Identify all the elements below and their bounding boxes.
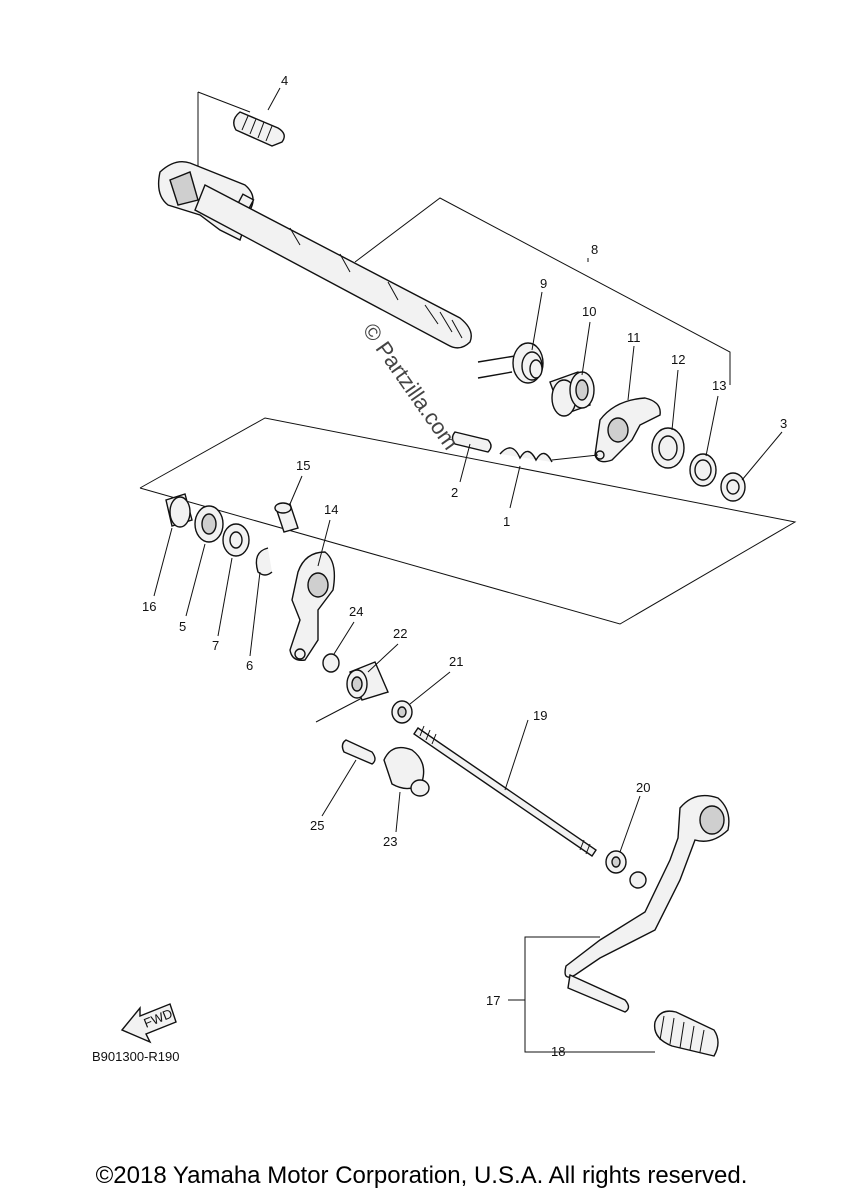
part-14-shift-arm (289, 551, 336, 661)
callout-21: 21 (449, 654, 463, 669)
part-7-washer (222, 523, 250, 557)
callout-15: 15 (296, 458, 310, 473)
callout-3: 3 (780, 416, 787, 431)
leader-lines (153, 87, 783, 1053)
callout-8: 8 (591, 242, 598, 257)
callout-6: 6 (246, 658, 253, 673)
callout-17: 17 (486, 993, 500, 1008)
callout-1: 1 (503, 514, 510, 529)
part-6-circlip (255, 547, 273, 576)
parts-diagram: FWD © Partzilla.com 1 2 3 4 5 (120, 73, 797, 1059)
assembly-frame-lower (139, 417, 797, 625)
callout-10: 10 (582, 304, 596, 319)
part-4-stud-bolt (233, 111, 285, 147)
shift-shaft (157, 160, 472, 349)
callout-2: 2 (451, 485, 458, 500)
callout-14: 14 (324, 502, 338, 517)
callout-7: 7 (212, 638, 219, 653)
copyright-notice: ©2018 Yamaha Motor Corporation, U.S.A. A… (95, 1162, 748, 1189)
callout-12: 12 (671, 352, 685, 367)
part-23-dust-cover (383, 746, 430, 797)
callout-24: 24 (349, 604, 363, 619)
callout-19: 19 (533, 708, 547, 723)
callout-4: 4 (281, 73, 288, 88)
part-2-pin (451, 431, 492, 453)
part-18-pedal-rubber (653, 1010, 719, 1057)
part-1-spring (499, 447, 599, 463)
part-9-torsion-spring (477, 342, 544, 384)
part-17-shift-pedal (564, 794, 730, 1013)
part-25-bolt (341, 739, 376, 765)
callout-13: 13 (712, 378, 726, 393)
part-11-lever (594, 397, 661, 463)
part-12-washer (651, 427, 685, 469)
callout-23: 23 (383, 834, 397, 849)
part-21-nut (391, 700, 413, 724)
callout-22: 22 (393, 626, 407, 641)
part-10-collar (549, 371, 595, 417)
part-5-oil-seal (194, 505, 224, 543)
part-19-shift-rod (413, 725, 597, 857)
reference-code: B901300-R190 (92, 1049, 180, 1064)
assembly-frame-upper (197, 91, 731, 385)
callout-labels: 1 2 3 4 5 6 7 8 9 10 11 12 13 14 15 16 1… (142, 73, 787, 1059)
part-20-nut (605, 850, 627, 874)
part-16-bearing (165, 493, 193, 528)
fwd-arrow-icon: FWD (120, 1003, 177, 1044)
part-22-joint-bearing (346, 661, 389, 701)
part-24-washer (322, 653, 340, 673)
part-3-washer (720, 472, 746, 502)
callout-16: 16 (142, 599, 156, 614)
callout-5: 5 (179, 619, 186, 634)
lead-assembly-joint (315, 697, 363, 723)
part-15-bolt (274, 502, 299, 533)
callout-18: 18 (551, 1044, 565, 1059)
part-13-circlip (689, 453, 717, 487)
callout-9: 9 (540, 276, 547, 291)
callout-20: 20 (636, 780, 650, 795)
callout-11: 11 (627, 330, 641, 345)
callout-25: 25 (310, 818, 324, 833)
